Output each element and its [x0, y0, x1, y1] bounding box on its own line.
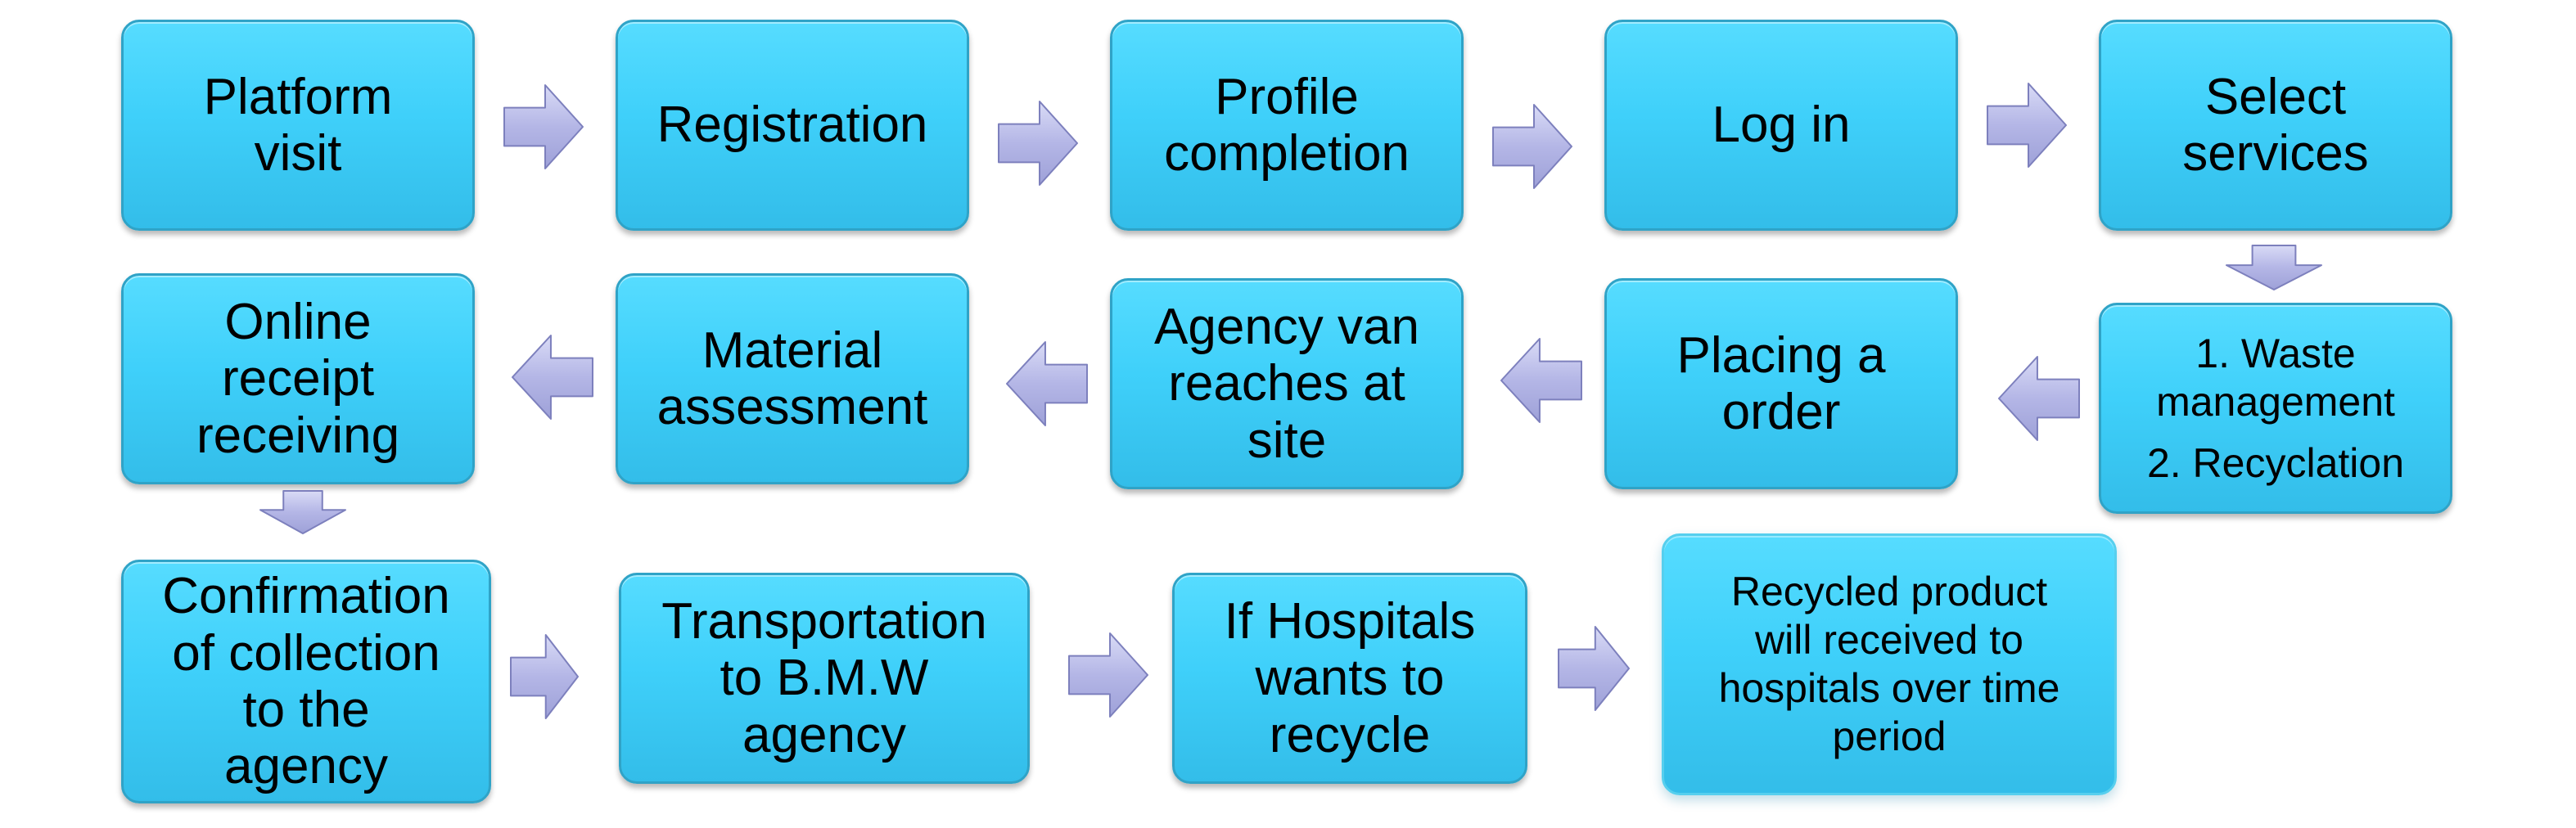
arrow-shape	[1492, 104, 1572, 189]
step-online-receipt: Online receipt receiving	[121, 273, 475, 484]
step-text: wants to	[1255, 650, 1445, 707]
arrow-right-icon	[998, 101, 1078, 186]
step-text: 2. Recyclation	[2146, 439, 2405, 486]
arrow-right-icon	[1987, 83, 2067, 168]
step-text: receiving	[196, 407, 400, 464]
step-text: Registration	[656, 97, 928, 154]
step-text: of collection	[172, 624, 440, 682]
step-confirmation-collection: Confirmation of collection to the agency	[121, 560, 491, 803]
step-text: assessment	[656, 379, 928, 435]
arrow-right-icon	[1068, 632, 1148, 718]
arrow-left-icon	[512, 335, 593, 420]
step-registration: Registration	[616, 20, 969, 231]
arrow-right-icon	[1492, 104, 1572, 189]
step-text: Log in	[1712, 97, 1851, 154]
step-agency-van: Agency van reaches at site	[1110, 278, 1464, 489]
arrow-shape	[1500, 338, 1582, 423]
arrow-shape	[1068, 632, 1148, 718]
step-transportation: Transportation to B.M.W agency	[619, 573, 1030, 784]
step-text: Profile	[1215, 68, 1359, 125]
step-select-services: Select services	[2099, 20, 2452, 231]
arrow-right-icon	[510, 634, 579, 719]
step-text: Transportation	[661, 592, 987, 650]
arrow-shape	[512, 335, 593, 420]
step-text: reaches at	[1168, 355, 1405, 412]
step-text: period	[1832, 713, 1947, 759]
arrow-shape	[259, 490, 346, 534]
step-text: agency	[742, 706, 906, 763]
arrow-left-icon	[1998, 356, 2080, 441]
arrow-left-icon	[1006, 341, 1088, 426]
step-text: Placing a	[1676, 326, 1886, 384]
step-text: Select	[2204, 68, 2347, 125]
step-text: to B.M.W	[720, 650, 929, 707]
step-text: 1. Waste	[2195, 330, 2356, 376]
arrow-shape	[1006, 341, 1088, 426]
step-text: Agency van	[1154, 298, 1419, 355]
step-text: Online	[224, 293, 372, 350]
step-material-assessment: Material assessment	[616, 273, 969, 484]
arrow-shape	[503, 84, 584, 169]
step-platform-visit: Platform visit	[121, 20, 475, 231]
step-text: site	[1247, 412, 1327, 469]
step-placing-order: Placing a order	[1604, 278, 1958, 489]
step-text: order	[1721, 384, 1841, 440]
arrow-right-icon	[503, 84, 584, 169]
step-text: agency	[224, 738, 388, 795]
step-text: Platform	[203, 68, 393, 125]
step-services-list: 1. Waste management 2. Recyclation	[2099, 303, 2452, 514]
arrow-down-icon	[259, 490, 346, 534]
step-text: to the	[242, 682, 370, 738]
arrow-left-icon	[1500, 338, 1582, 423]
step-text: recycle	[1269, 706, 1431, 763]
step-hospitals-recycle: If Hospitals wants to recycle	[1172, 573, 1527, 784]
step-recycled-product: Recycled product will received to hospit…	[1662, 533, 2117, 795]
arrow-shape	[1558, 626, 1630, 711]
step-text: completion	[1164, 125, 1410, 182]
arrow-shape	[510, 634, 579, 719]
step-text: If Hospitals	[1224, 592, 1476, 650]
step-text: receipt	[221, 350, 375, 407]
arrow-shape	[2226, 245, 2322, 290]
arrow-shape	[1987, 83, 2067, 168]
step-text: services	[2182, 125, 2369, 182]
step-text: will received to	[1755, 617, 2023, 663]
arrow-down-icon	[2226, 245, 2322, 290]
arrow-shape	[1998, 356, 2080, 441]
step-log-in: Log in	[1604, 20, 1958, 231]
step-profile-completion: Profile completion	[1110, 20, 1464, 231]
step-text: visit	[254, 125, 342, 182]
arrow-right-icon	[1558, 626, 1630, 711]
step-text: Confirmation	[162, 568, 450, 625]
step-text: management	[2156, 378, 2395, 425]
step-text: Recycled product	[1730, 569, 2048, 614]
arrow-shape	[998, 101, 1078, 186]
step-text: hospitals over time	[1718, 665, 2060, 711]
step-text: Material	[702, 322, 883, 379]
